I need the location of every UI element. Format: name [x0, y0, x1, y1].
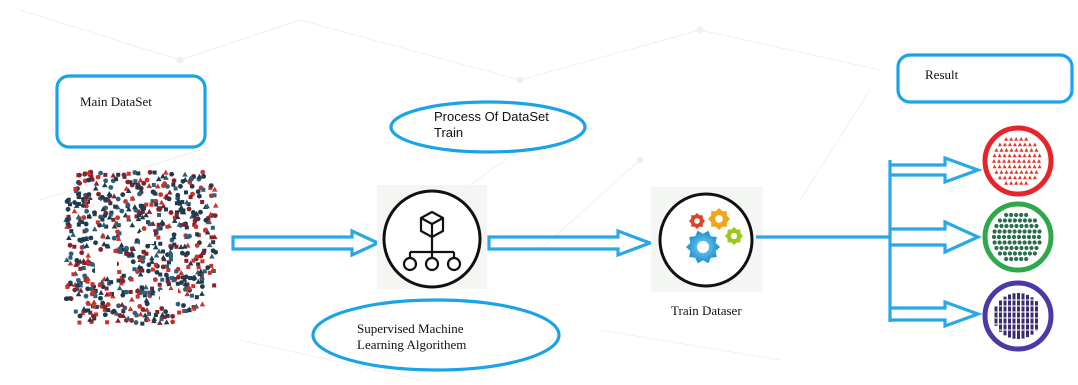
algorithm-ellipse — [311, 298, 561, 372]
algorithm-label-line1: Supervised Machine — [357, 321, 464, 336]
arrow-dataset-to-algorithm — [231, 228, 382, 258]
arrow-algorithm-to-train — [487, 228, 655, 258]
result-label: Result — [925, 67, 959, 82]
process-label-line2: Train — [434, 125, 464, 140]
result-connectors — [756, 155, 983, 329]
result-class-green — [982, 201, 1054, 273]
dataset-scatter — [63, 169, 219, 326]
process-label-line1: Process Of DataSet — [434, 109, 549, 124]
algorithm-node — [377, 185, 487, 289]
train-dataset-label: Train Dataser — [671, 303, 742, 318]
result-class-red — [982, 125, 1054, 197]
result-class-purple — [982, 280, 1054, 352]
result-box — [896, 53, 1074, 104]
train-node — [651, 187, 763, 292]
algorithm-label-line2: Learning Algorithem — [357, 337, 467, 352]
process-ellipse — [389, 100, 587, 154]
main-dataset-box — [55, 74, 207, 149]
main-dataset-label: Main DataSet — [80, 94, 152, 109]
